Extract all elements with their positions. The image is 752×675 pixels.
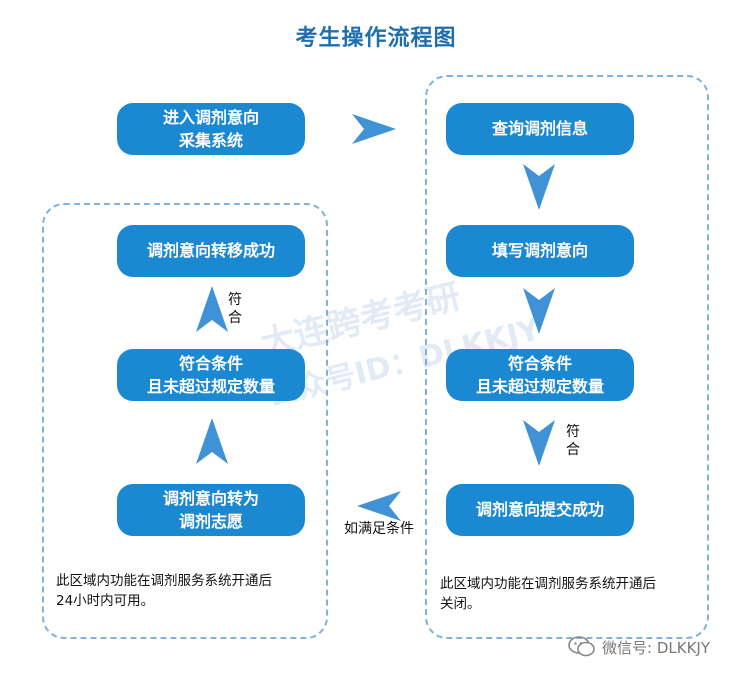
left-conditions-line2: 且未超过规定数量 [146, 377, 275, 396]
right-conditions-line1: 符合条件 [507, 353, 572, 373]
left-region-note: 此区域内功能在调剂服务系统开通后 24小时内可用。 [56, 572, 321, 611]
arrow-down-icon [523, 164, 555, 210]
arrow-right-icon [352, 114, 396, 144]
arrow-down-icon [523, 288, 555, 334]
left-match-char2: 合 [228, 309, 242, 326]
right-match-char1: 符 [566, 424, 580, 440]
left-region [42, 203, 328, 639]
fill-intent-line1: 填写调剂意向 [491, 241, 588, 261]
enter-system-line2: 采集系统 [178, 131, 243, 150]
wechat-icon [568, 636, 595, 657]
enter-system-box: 进入调剂意向 采集系统 [117, 103, 305, 155]
left-conditions-box: 符合条件 且未超过规定数量 [117, 349, 305, 401]
arrow-up-icon [196, 418, 228, 464]
convert-volunteer-box: 调剂意向转为 调剂志愿 [117, 484, 305, 536]
if-conditions-label: 如满足条件 [344, 521, 414, 537]
transfer-success-box: 调剂意向转移成功 [117, 225, 305, 277]
convert-volunteer-line2: 调剂志愿 [178, 512, 243, 531]
right-match-label: 符 合 [563, 424, 583, 459]
arrow-down-icon [523, 420, 555, 466]
right-match-char2: 合 [566, 441, 580, 458]
fill-intent-box: 填写调剂意向 [446, 225, 634, 277]
left-match-char1: 符 [228, 292, 242, 308]
submit-success-box: 调剂意向提交成功 [446, 484, 634, 536]
left-note-line2: 24小时内可用。 [56, 592, 155, 609]
transfer-success-line1: 调剂意向转移成功 [146, 241, 275, 261]
arrow-left-icon [357, 491, 401, 521]
left-match-label: 符 合 [225, 292, 245, 327]
wechat-badge: 微信号: DLKKJY [568, 632, 710, 662]
enter-system-line1: 进入调剂意向 [162, 107, 259, 127]
right-region-note: 此区域内功能在调剂服务系统开通后 关闭。 [440, 575, 705, 614]
right-conditions-line2: 且未超过规定数量 [475, 377, 604, 396]
left-note-line1: 此区域内功能在调剂服务系统开通后 [56, 573, 272, 589]
right-conditions-box: 符合条件 且未超过规定数量 [446, 349, 634, 401]
left-conditions-line1: 符合条件 [178, 353, 243, 373]
query-info-box: 查询调剂信息 [446, 103, 634, 155]
convert-volunteer-line1: 调剂意向转为 [162, 488, 259, 508]
arrow-up-icon [196, 286, 228, 332]
right-note-line2: 关闭。 [440, 595, 481, 612]
right-region [425, 75, 709, 639]
right-note-line1: 此区域内功能在调剂服务系统开通后 [440, 576, 656, 592]
wechat-id-text: 微信号: DLKKJY [602, 638, 710, 657]
query-info-line1: 查询调剂信息 [491, 119, 588, 139]
diagram-title: 考生操作流程图 [295, 26, 457, 51]
submit-success-line1: 调剂意向提交成功 [475, 500, 604, 520]
